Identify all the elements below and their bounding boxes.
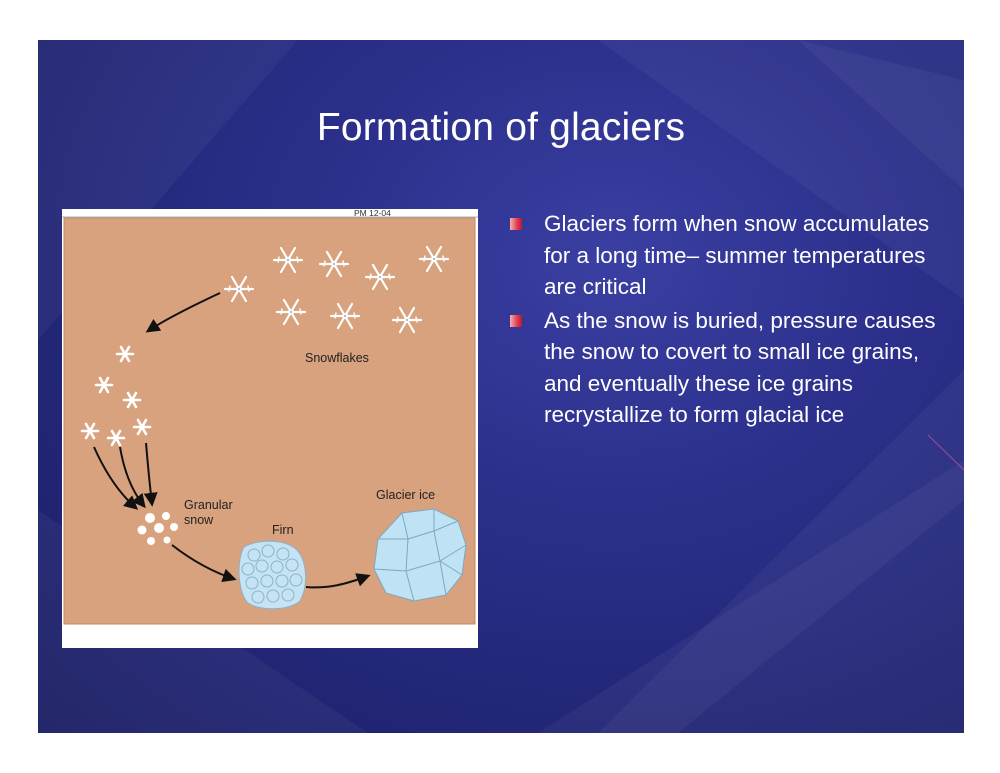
- granular-snow-label-line1: Granular: [184, 498, 233, 512]
- bullet-square-icon: [510, 314, 522, 327]
- granular-snow-label-line2: snow: [184, 513, 214, 527]
- bullet-square-icon: [510, 218, 522, 230]
- glacier-ice-icon: [373, 508, 467, 602]
- glacier-ice-label: Glacier ice: [376, 488, 435, 502]
- diagram-top-strip: [62, 209, 478, 217]
- diagram-corner-label: PM 12-04: [354, 209, 391, 218]
- bullet-item: Glaciers form when snow accumulates for …: [510, 208, 950, 303]
- firn-label: Firn: [272, 523, 294, 537]
- bullet-text: As the snow is buried, pressure causes t…: [544, 307, 936, 428]
- slide-title: Formation of glaciers: [316, 106, 686, 149]
- process-arrows: [93, 292, 371, 589]
- bullet-list: Glaciers form when snow accumulates for …: [510, 208, 950, 433]
- granular-snow-icon: [137, 512, 178, 545]
- bullet-text: Glaciers form when snow accumulates for …: [544, 211, 930, 299]
- slide: Formation of glaciers: [38, 40, 964, 733]
- firn-icon: [238, 540, 306, 610]
- glacier-formation-diagram: PM 12-04 Snowflakes: [62, 208, 478, 648]
- bullet-item: As the snow is buried, pressure causes t…: [510, 305, 950, 431]
- snowflakes-label: Snowflakes: [305, 351, 369, 365]
